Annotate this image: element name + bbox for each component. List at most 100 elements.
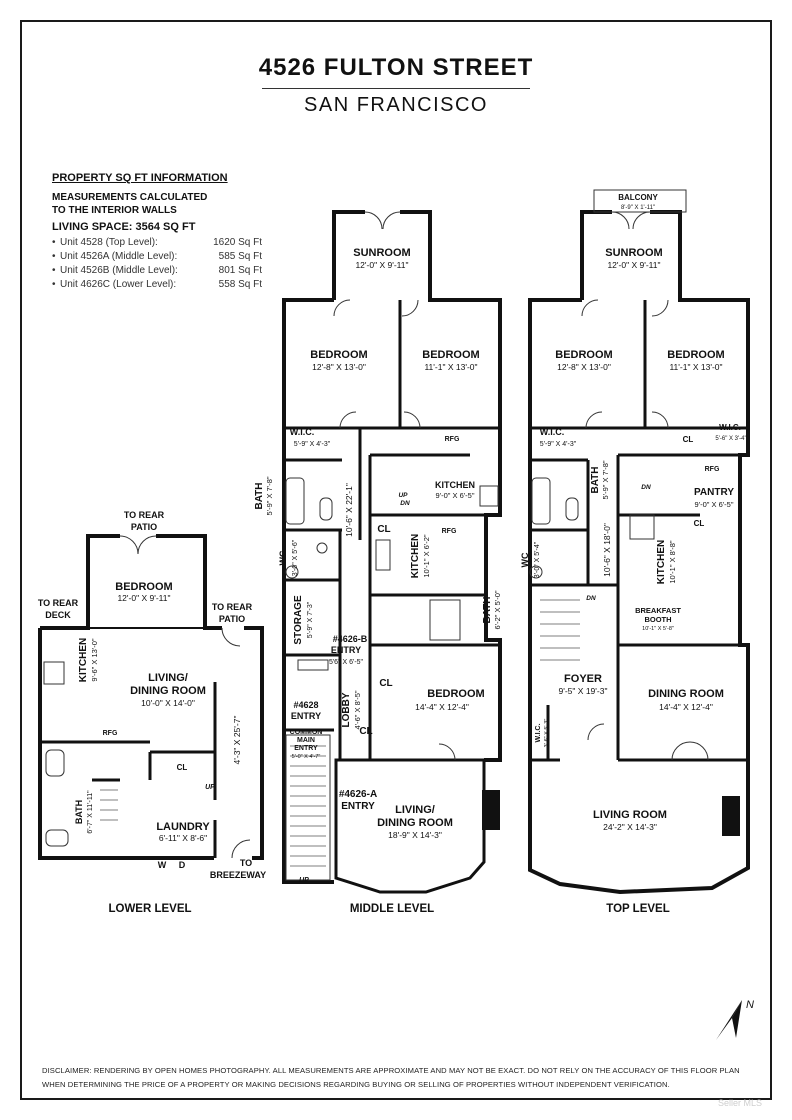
top-kitchen-dim: 10'-1" X 8'-8" bbox=[668, 540, 677, 584]
middle-bedroom3-label: BEDROOM bbox=[427, 688, 484, 700]
middle-bedroom1-label: BEDROOM bbox=[310, 349, 367, 361]
middle-storage-dim: 5'-9" X 7'-3" bbox=[307, 601, 314, 638]
middle-kitchen2-dim: 10'-1" X 6'-2" bbox=[422, 534, 431, 578]
top-bedroom2-label: BEDROOM bbox=[667, 349, 724, 361]
middle-lobby-label: LOBBY bbox=[341, 692, 352, 727]
middle-dn-label: DN bbox=[400, 500, 410, 507]
lower-bath-dim: 6'-7" X 11'-11" bbox=[87, 790, 94, 834]
measurement-line: MEASUREMENTS CALCULATED bbox=[52, 192, 208, 203]
north-label: N bbox=[746, 999, 754, 1011]
middle-bath1-dim: 5'-9" X 7'-8" bbox=[265, 476, 274, 515]
lower-to-rear-patio-right: PATIO bbox=[219, 614, 245, 624]
top-hall-dim: 10'-6" X 18'-0" bbox=[602, 523, 612, 577]
property-city: SAN FRANCISCO bbox=[304, 94, 488, 116]
middle-bedroom2-label: BEDROOM bbox=[422, 349, 479, 361]
top-bedroom2-dim: 11'-1" X 13'-0" bbox=[669, 362, 722, 372]
middle-entry-b-label: #4626-B bbox=[333, 634, 368, 644]
lower-level-title: LOWER LEVEL bbox=[108, 903, 191, 915]
top-closet1-label: CL bbox=[683, 435, 694, 444]
lower-laundry-label: LAUNDRY bbox=[156, 821, 210, 833]
middle-kitchen1-dim: 9'-0" X 6'-5" bbox=[435, 491, 474, 500]
top-wic3-dim: 3'-6" X 5'-3" bbox=[544, 719, 550, 748]
disclaimer-line: DISCLAIMER: RENDERING BY OPEN HOMES PHOT… bbox=[42, 1066, 740, 1075]
top-level-title: TOP LEVEL bbox=[606, 903, 669, 915]
top-dining-dim: 14'-4" X 12'-4" bbox=[659, 702, 713, 712]
top-sunroom-dim: 12'-0" X 9'-11" bbox=[607, 260, 660, 270]
top-foyer-dim: 9'-5" X 19'-3" bbox=[559, 686, 608, 696]
lower-rfg-label: RFG bbox=[103, 730, 118, 737]
sqft-info-panel: PROPERTY SQ FT INFORMATION MEASUREMENTS … bbox=[52, 172, 282, 292]
unit-row: •Unit 4528 (Top Level):1620 Sq Ft bbox=[52, 237, 262, 248]
top-sunroom-label: SUNROOM bbox=[605, 247, 662, 259]
disclaimer-line: WHEN DETERMINING THE PRICE OF A PROPERTY… bbox=[42, 1080, 670, 1089]
middle-bath2-label: BATH bbox=[482, 596, 493, 623]
top-bath-dim: 5'-9" X 7'-8" bbox=[601, 460, 610, 499]
unit-list: •Unit 4528 (Top Level):1620 Sq Ft •Unit … bbox=[52, 236, 282, 292]
middle-entry-b-dim: 5'6" X 6'-5" bbox=[329, 659, 364, 666]
middle-sunroom-label: SUNROOM bbox=[353, 247, 410, 259]
disclaimer: DISCLAIMER: RENDERING BY OPEN HOMES PHOT… bbox=[42, 1064, 762, 1092]
middle-living-dim: 18'-9" X 14'-3" bbox=[388, 830, 442, 840]
top-rfg-label: RFG bbox=[705, 466, 720, 473]
property-title: 4526 FULTON STREET bbox=[258, 54, 534, 81]
top-balcony-label: BALCONY bbox=[618, 193, 658, 202]
middle-bedroom3-dim: 14'-4" X 12'-4" bbox=[415, 702, 469, 712]
middle-common-entry-label: ENTRY bbox=[294, 745, 318, 752]
middle-living-label: DINING ROOM bbox=[377, 817, 453, 829]
lower-living-label: DINING ROOM bbox=[130, 685, 206, 697]
middle-common-entry-label: COMMON bbox=[290, 729, 323, 736]
top-breakfast-label: BREAKFAST bbox=[635, 606, 681, 615]
lower-living-label: LIVING/ bbox=[148, 672, 188, 684]
top-pantry-label: PANTRY bbox=[694, 487, 734, 498]
top-closet2-label: CL bbox=[694, 519, 705, 528]
page-border bbox=[20, 20, 772, 1100]
top-bedroom1-label: BEDROOM bbox=[555, 349, 612, 361]
middle-wic-dim: 5'-9" X 4'-3" bbox=[294, 441, 331, 448]
middle-level-title: MIDDLE LEVEL bbox=[350, 903, 434, 915]
top-foyer-label: FOYER bbox=[564, 673, 602, 685]
lower-laundry-dim: 6'-11" X 8'-6" bbox=[159, 833, 207, 843]
top-dn1-label: DN bbox=[641, 484, 651, 491]
lower-kitchen-dim: 9'-6" X 13'-0" bbox=[90, 638, 99, 682]
middle-closet3-label: CL bbox=[359, 726, 372, 737]
top-dining-label: DINING ROOM bbox=[648, 688, 724, 700]
fixtures bbox=[43, 477, 655, 881]
middle-closet2-label: CL bbox=[379, 678, 392, 689]
top-wic1-dim: 5'-9" X 4'-3" bbox=[540, 441, 577, 448]
middle-up-label: UP bbox=[398, 492, 408, 499]
middle-4628-entry-label: ENTRY bbox=[291, 711, 321, 721]
middle-sunroom-dim: 12'-0" X 9'-11" bbox=[355, 260, 408, 270]
lower-kitchen-label: KITCHEN bbox=[78, 638, 89, 682]
top-wic1-label: W.I.C. bbox=[540, 427, 565, 437]
lower-bedroom-label: BEDROOM bbox=[115, 581, 172, 593]
middle-living-label: LIVING/ bbox=[395, 804, 435, 816]
lower-to-breezeway: TO bbox=[240, 858, 252, 868]
middle-closet1-label: CL bbox=[377, 524, 390, 535]
lower-up-label: UP bbox=[205, 784, 215, 791]
lower-to-rear-patio: TO REAR bbox=[124, 510, 165, 520]
top-bedroom1-dim: 12'-8" X 13'-0" bbox=[557, 362, 611, 372]
lower-to-rear-deck: TO REAR bbox=[38, 598, 79, 608]
middle-wc-dim: 3'-0" X 5'-6" bbox=[292, 539, 299, 576]
middle-entry-b-label: ENTRY bbox=[331, 645, 361, 655]
middle-bath1-label: BATH bbox=[254, 482, 265, 509]
middle-common-entry-dim: 5'-0" X 4'-7" bbox=[292, 754, 321, 760]
top-living-label: LIVING ROOM bbox=[593, 809, 667, 821]
lower-bath-label: BATH bbox=[74, 800, 84, 824]
lower-bedroom-dim: 12'-0" X 9'-11" bbox=[117, 593, 170, 603]
dryer-label: D bbox=[179, 860, 186, 870]
walls bbox=[38, 210, 750, 895]
fireplace-icon bbox=[722, 796, 740, 836]
middle-lobby-dim: 4'-6" X 8'-5" bbox=[353, 690, 362, 729]
middle-entry-a-label: ENTRY bbox=[341, 801, 375, 812]
balcony bbox=[593, 189, 687, 213]
middle-up2-label: UP bbox=[299, 877, 309, 884]
sqft-info-heading: PROPERTY SQ FT INFORMATION bbox=[52, 172, 228, 184]
lower-to-rear-patio: PATIO bbox=[131, 522, 157, 532]
lower-hall-dim: 4'-3" X 25'-7" bbox=[232, 716, 242, 765]
north-arrow-icon: N bbox=[716, 999, 754, 1040]
middle-bath2-dim: 6'-2" X 5'-0" bbox=[493, 590, 502, 629]
measurement-note: MEASUREMENTS CALCULATED TO THE INTERIOR … bbox=[52, 191, 282, 217]
stairs bbox=[100, 599, 580, 867]
mls-watermark: Seller MLS bbox=[717, 1098, 762, 1108]
